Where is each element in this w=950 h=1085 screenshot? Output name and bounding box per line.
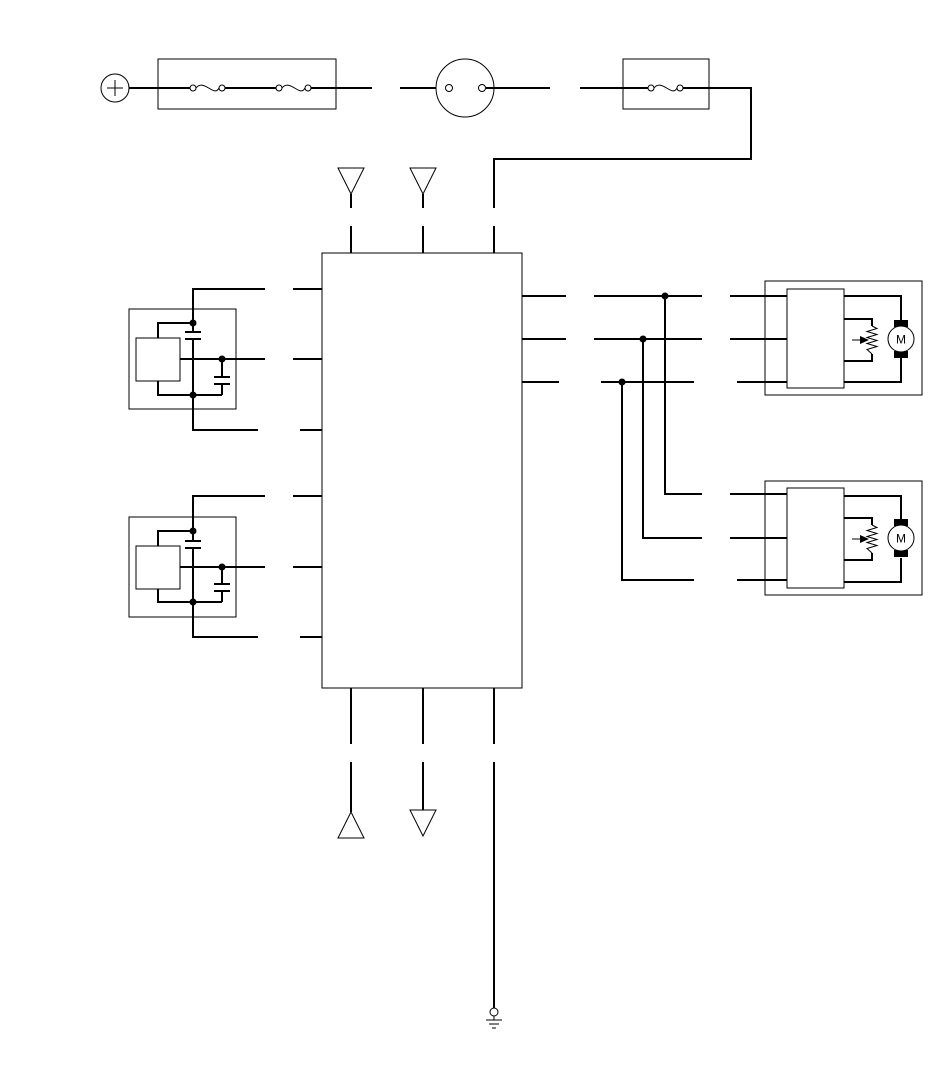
- actuator-driver: [786, 288, 845, 389]
- ignition-switch: [435, 58, 495, 118]
- sensor-signal-wire: [192, 495, 265, 531]
- connector-down-icon: [409, 762, 437, 838]
- fuse-block-secondary: [622, 58, 710, 110]
- junction-dot: [618, 378, 626, 386]
- sensor-ground-wire: [192, 602, 258, 638]
- connector-up-icon: [337, 762, 365, 839]
- junction-dot: [661, 292, 669, 300]
- sensor-ground-wire: [192, 395, 258, 431]
- sensor-assembly-upper: [128, 308, 237, 410]
- fuse-block-main: [157, 58, 337, 110]
- branch-wire-a: [664, 296, 702, 495]
- motor-icon: M: [887, 519, 915, 557]
- actuator-assembly-upper: M: [730, 280, 923, 396]
- potentiometer-icon: [852, 524, 879, 554]
- potentiometer-icon: [852, 325, 879, 355]
- ignition-feed-wire: [493, 87, 752, 208]
- battery-positive-terminal: [100, 73, 130, 103]
- fuse-icon: [189, 84, 226, 92]
- branch-wire-b: [642, 339, 702, 539]
- actuator-driver: [786, 487, 845, 589]
- connector-down-icon: [337, 167, 365, 253]
- sensor-element: [135, 545, 181, 590]
- sensor-signal-wire: [192, 288, 265, 323]
- motor-label: M: [896, 333, 906, 347]
- branch-wire-c: [621, 382, 694, 581]
- actuator-assembly-lower: M: [730, 480, 923, 596]
- connector-down-icon: [409, 167, 437, 253]
- control-module: [321, 252, 523, 689]
- motor-label: M: [896, 532, 906, 546]
- motor-icon: M: [887, 320, 915, 358]
- ground-icon: [486, 1007, 502, 1029]
- sensor-assembly-lower: [128, 516, 237, 618]
- sensor-element: [135, 337, 181, 382]
- junction-dot: [639, 335, 647, 343]
